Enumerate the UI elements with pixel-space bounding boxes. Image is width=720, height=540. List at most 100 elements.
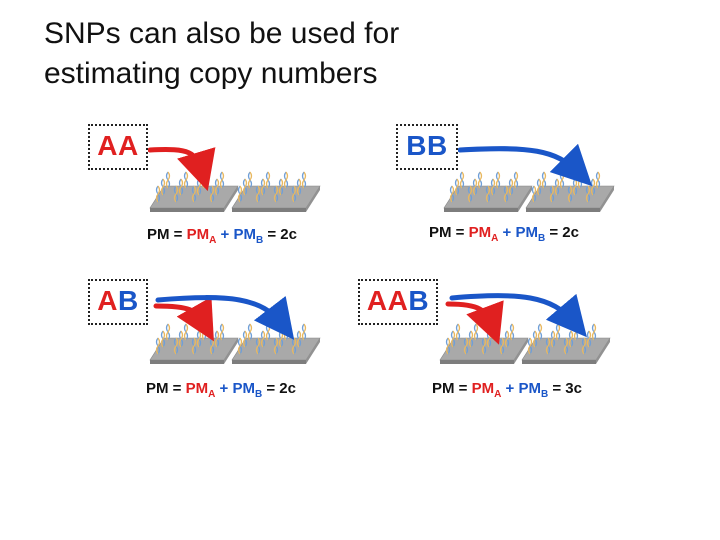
probe-strand <box>585 185 591 203</box>
pm-b-sub: B <box>254 389 263 400</box>
chip-front-edge <box>232 208 306 212</box>
probe-strand <box>296 178 302 196</box>
dna-probe-icon <box>155 185 161 203</box>
dna-probe-icon <box>260 178 266 196</box>
equation-lhs: PM = <box>147 226 187 243</box>
pm-a-sub: A <box>494 389 502 400</box>
dna-probe-icon <box>296 330 302 348</box>
red-arrow-icon <box>153 296 214 342</box>
microarray-chip-icon <box>231 171 321 212</box>
dna-probe-icon <box>527 337 533 355</box>
dna-probe-icon <box>201 171 207 189</box>
microarray-chip-icon <box>525 171 615 212</box>
allele-letter: A <box>97 285 118 316</box>
probe-strand <box>237 185 243 203</box>
title-line-1: SNPs can also be used for <box>44 17 400 50</box>
dna-probe-icon <box>283 171 289 189</box>
dna-probe-icon <box>581 337 587 355</box>
probe-strand <box>477 171 483 189</box>
microarray-chip-icon <box>149 171 239 212</box>
allele-letter: B <box>406 130 427 161</box>
dna-probe-icon <box>291 185 297 203</box>
title-line-2: estimating copy numbers <box>44 57 378 90</box>
probe-strand <box>255 337 261 355</box>
slide-title: SNPs can also be used for estimating cop… <box>44 14 684 94</box>
pm-a-sub: A <box>208 389 216 400</box>
probe-strand <box>165 323 171 341</box>
probe-strand <box>237 337 243 355</box>
chip-side-edge <box>306 338 320 364</box>
dna-probe-icon <box>247 323 253 341</box>
pm-a-text: PM <box>186 226 210 243</box>
dna-probe-icon <box>508 178 514 196</box>
blue-arrow-icon <box>155 295 295 340</box>
equation-lhs: PM = <box>146 380 186 397</box>
microarray-chip-icon <box>443 171 533 212</box>
probe-strand <box>503 185 509 203</box>
dna-probe-icon <box>595 171 601 189</box>
probe-strand <box>214 178 220 196</box>
dna-probe-icon <box>255 185 261 203</box>
probe-strand <box>455 323 461 341</box>
dna-probe-icon <box>214 178 220 196</box>
dna-probe-icon <box>545 337 551 355</box>
dna-probe-icon <box>495 171 501 189</box>
probe-strand <box>485 185 491 203</box>
blue-arrow-icon <box>457 143 593 187</box>
dna-probe-icon <box>591 323 597 341</box>
dna-probe-icon <box>242 178 248 196</box>
microarray-chip-icon <box>439 323 529 364</box>
probe-strand <box>537 323 543 341</box>
allele-letter: B <box>427 130 448 161</box>
probe-strand <box>467 185 473 203</box>
chip-top-face <box>231 185 321 209</box>
probe-strand <box>490 178 496 196</box>
probe-strand <box>255 185 261 203</box>
dna-probe-icon <box>555 323 561 341</box>
dna-probe-icon <box>219 171 225 189</box>
chip-front-edge <box>440 360 514 364</box>
probe-strand <box>155 185 161 203</box>
chip-front-edge <box>232 360 306 364</box>
equation-lhs: PM = <box>432 380 472 397</box>
pm-a-sub: A <box>491 233 499 244</box>
probe-strand <box>265 171 271 189</box>
dna-probe-icon <box>503 185 509 203</box>
dna-probe-icon <box>455 323 461 341</box>
dna-probe-icon <box>477 171 483 189</box>
microarray-chip-icon <box>231 323 321 364</box>
dna-probe-icon <box>541 171 547 189</box>
probe-strand <box>242 330 248 348</box>
chip-side-edge <box>306 186 320 212</box>
probe-strand <box>296 330 302 348</box>
chip-front-edge <box>522 360 596 364</box>
probe-strand <box>155 337 161 355</box>
dna-probe-icon <box>183 171 189 189</box>
pm-b-text: + PM <box>215 380 255 397</box>
probe-strand <box>273 337 279 355</box>
allele-letter: A <box>118 130 139 161</box>
dna-probe-icon <box>509 323 515 341</box>
probe-strand <box>242 178 248 196</box>
chip-side-edge <box>518 186 532 212</box>
equation-rhs: = 2c <box>262 380 296 397</box>
dna-probe-icon <box>549 185 555 203</box>
dna-probe-icon <box>155 337 161 355</box>
pm-a-sub: A <box>209 235 217 246</box>
probe-strand <box>454 178 460 196</box>
allele-letter: A <box>366 285 388 316</box>
chip-top-face <box>231 337 321 361</box>
dna-probe-icon <box>473 323 479 341</box>
dna-probe-icon <box>214 330 220 348</box>
probe-strand <box>247 171 253 189</box>
dna-probe-icon <box>160 178 166 196</box>
probe-strand <box>273 185 279 203</box>
pm-a: PMA <box>472 380 502 400</box>
dna-probe-icon <box>454 178 460 196</box>
probe-strand <box>449 185 455 203</box>
genotype-label-aa: AA <box>88 124 148 170</box>
chip-top-face <box>149 337 239 361</box>
genotype-label-aab: AAB <box>358 279 438 325</box>
equation-lhs: PM = <box>429 224 469 241</box>
red-arrow-icon <box>445 300 504 345</box>
